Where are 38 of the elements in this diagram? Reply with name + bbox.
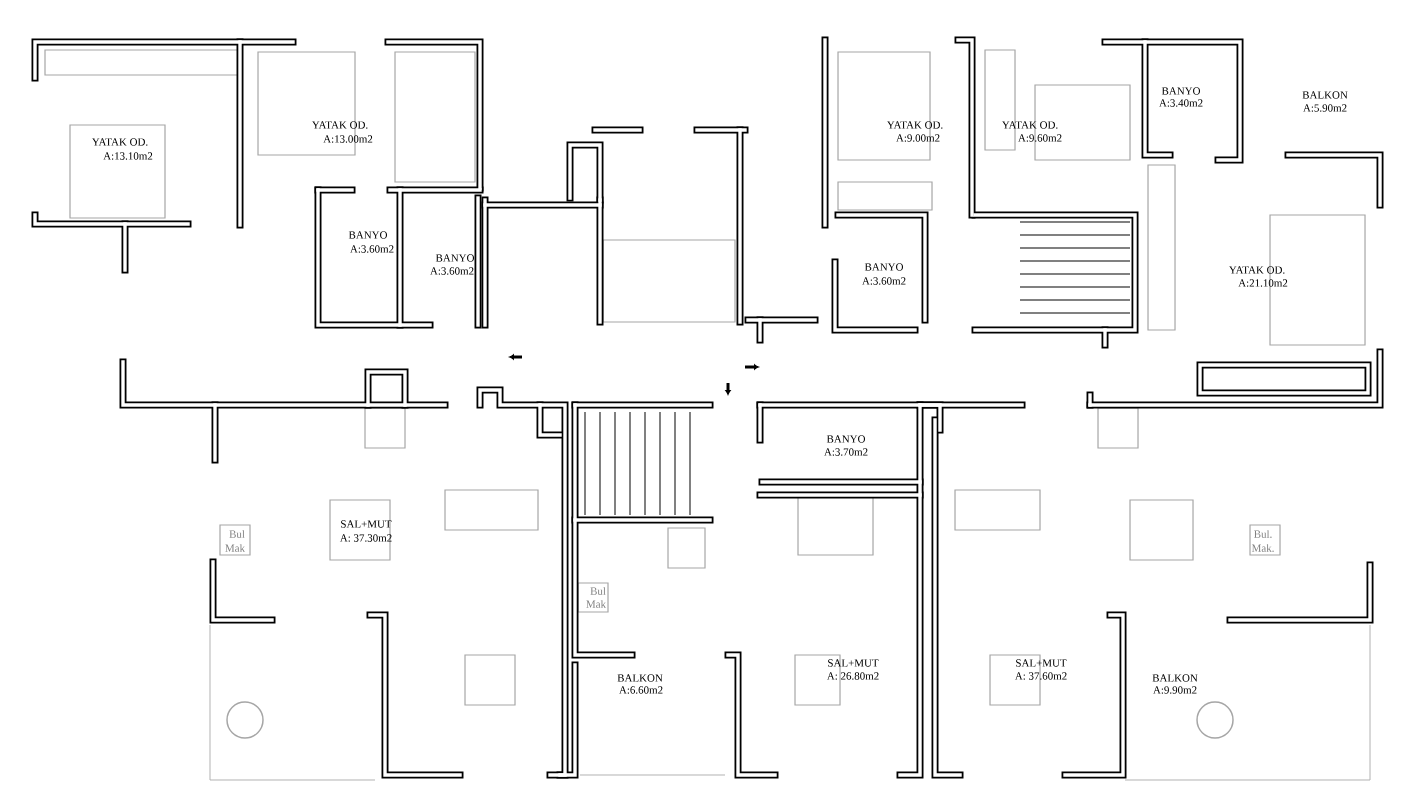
room-label: A: 37.60m2 bbox=[1014, 672, 1067, 680]
room-label: A: 37.30m2 bbox=[339, 534, 392, 542]
appliance-label: Bul bbox=[229, 530, 245, 538]
room-label: A:13.10m2 bbox=[103, 152, 153, 160]
room-label: A:3.60m2 bbox=[430, 267, 474, 275]
room-label: A:3.40m2 bbox=[1159, 99, 1203, 107]
appliance-label: Mak. bbox=[1251, 544, 1274, 552]
appliance-label: Bul bbox=[590, 587, 606, 595]
room-label: BANYO bbox=[435, 254, 474, 262]
room-label: A: 26.80m2 bbox=[826, 672, 879, 680]
room-label: A:13.00m2 bbox=[323, 135, 373, 143]
room-label: BALKON bbox=[1302, 91, 1348, 99]
room-label: YATAK OD. bbox=[311, 121, 368, 129]
room-label: BANYO bbox=[1161, 87, 1201, 95]
appliance-label: Mak bbox=[225, 544, 246, 552]
room-label: YATAK OD. bbox=[1228, 266, 1285, 274]
room-label: BANYO bbox=[348, 231, 387, 239]
room-label: A:5.90m2 bbox=[1303, 104, 1347, 112]
room-label: BALKON bbox=[617, 674, 663, 682]
room-label: A:9.90m2 bbox=[1153, 686, 1197, 694]
room-label: SAL+MUT bbox=[828, 659, 879, 667]
room-label: YATAK OD. bbox=[91, 138, 148, 146]
room-label: A:6.60m2 bbox=[619, 686, 663, 694]
room-label: SAL+MUT bbox=[341, 520, 392, 528]
room-label: BANYO bbox=[864, 263, 904, 271]
room-label: YATAK OD. bbox=[1001, 121, 1058, 129]
room-label: A:3.60m2 bbox=[862, 277, 906, 285]
room-label: A:21.10m2 bbox=[1238, 279, 1288, 287]
appliance-label: Bul. bbox=[1254, 530, 1272, 538]
room-label: SAL+MUT bbox=[1016, 659, 1067, 667]
room-label: A:3.70m2 bbox=[824, 448, 868, 456]
room-label: A:9.60m2 bbox=[1018, 134, 1062, 142]
room-label: BANYO bbox=[826, 435, 866, 443]
appliance-label: Mak bbox=[586, 600, 607, 608]
room-label: A:9.00m2 bbox=[896, 134, 940, 142]
room-label: A:3.60m2 bbox=[350, 245, 394, 253]
room-label: YATAK OD. bbox=[886, 121, 943, 129]
room-label: BALKON bbox=[1152, 674, 1198, 682]
